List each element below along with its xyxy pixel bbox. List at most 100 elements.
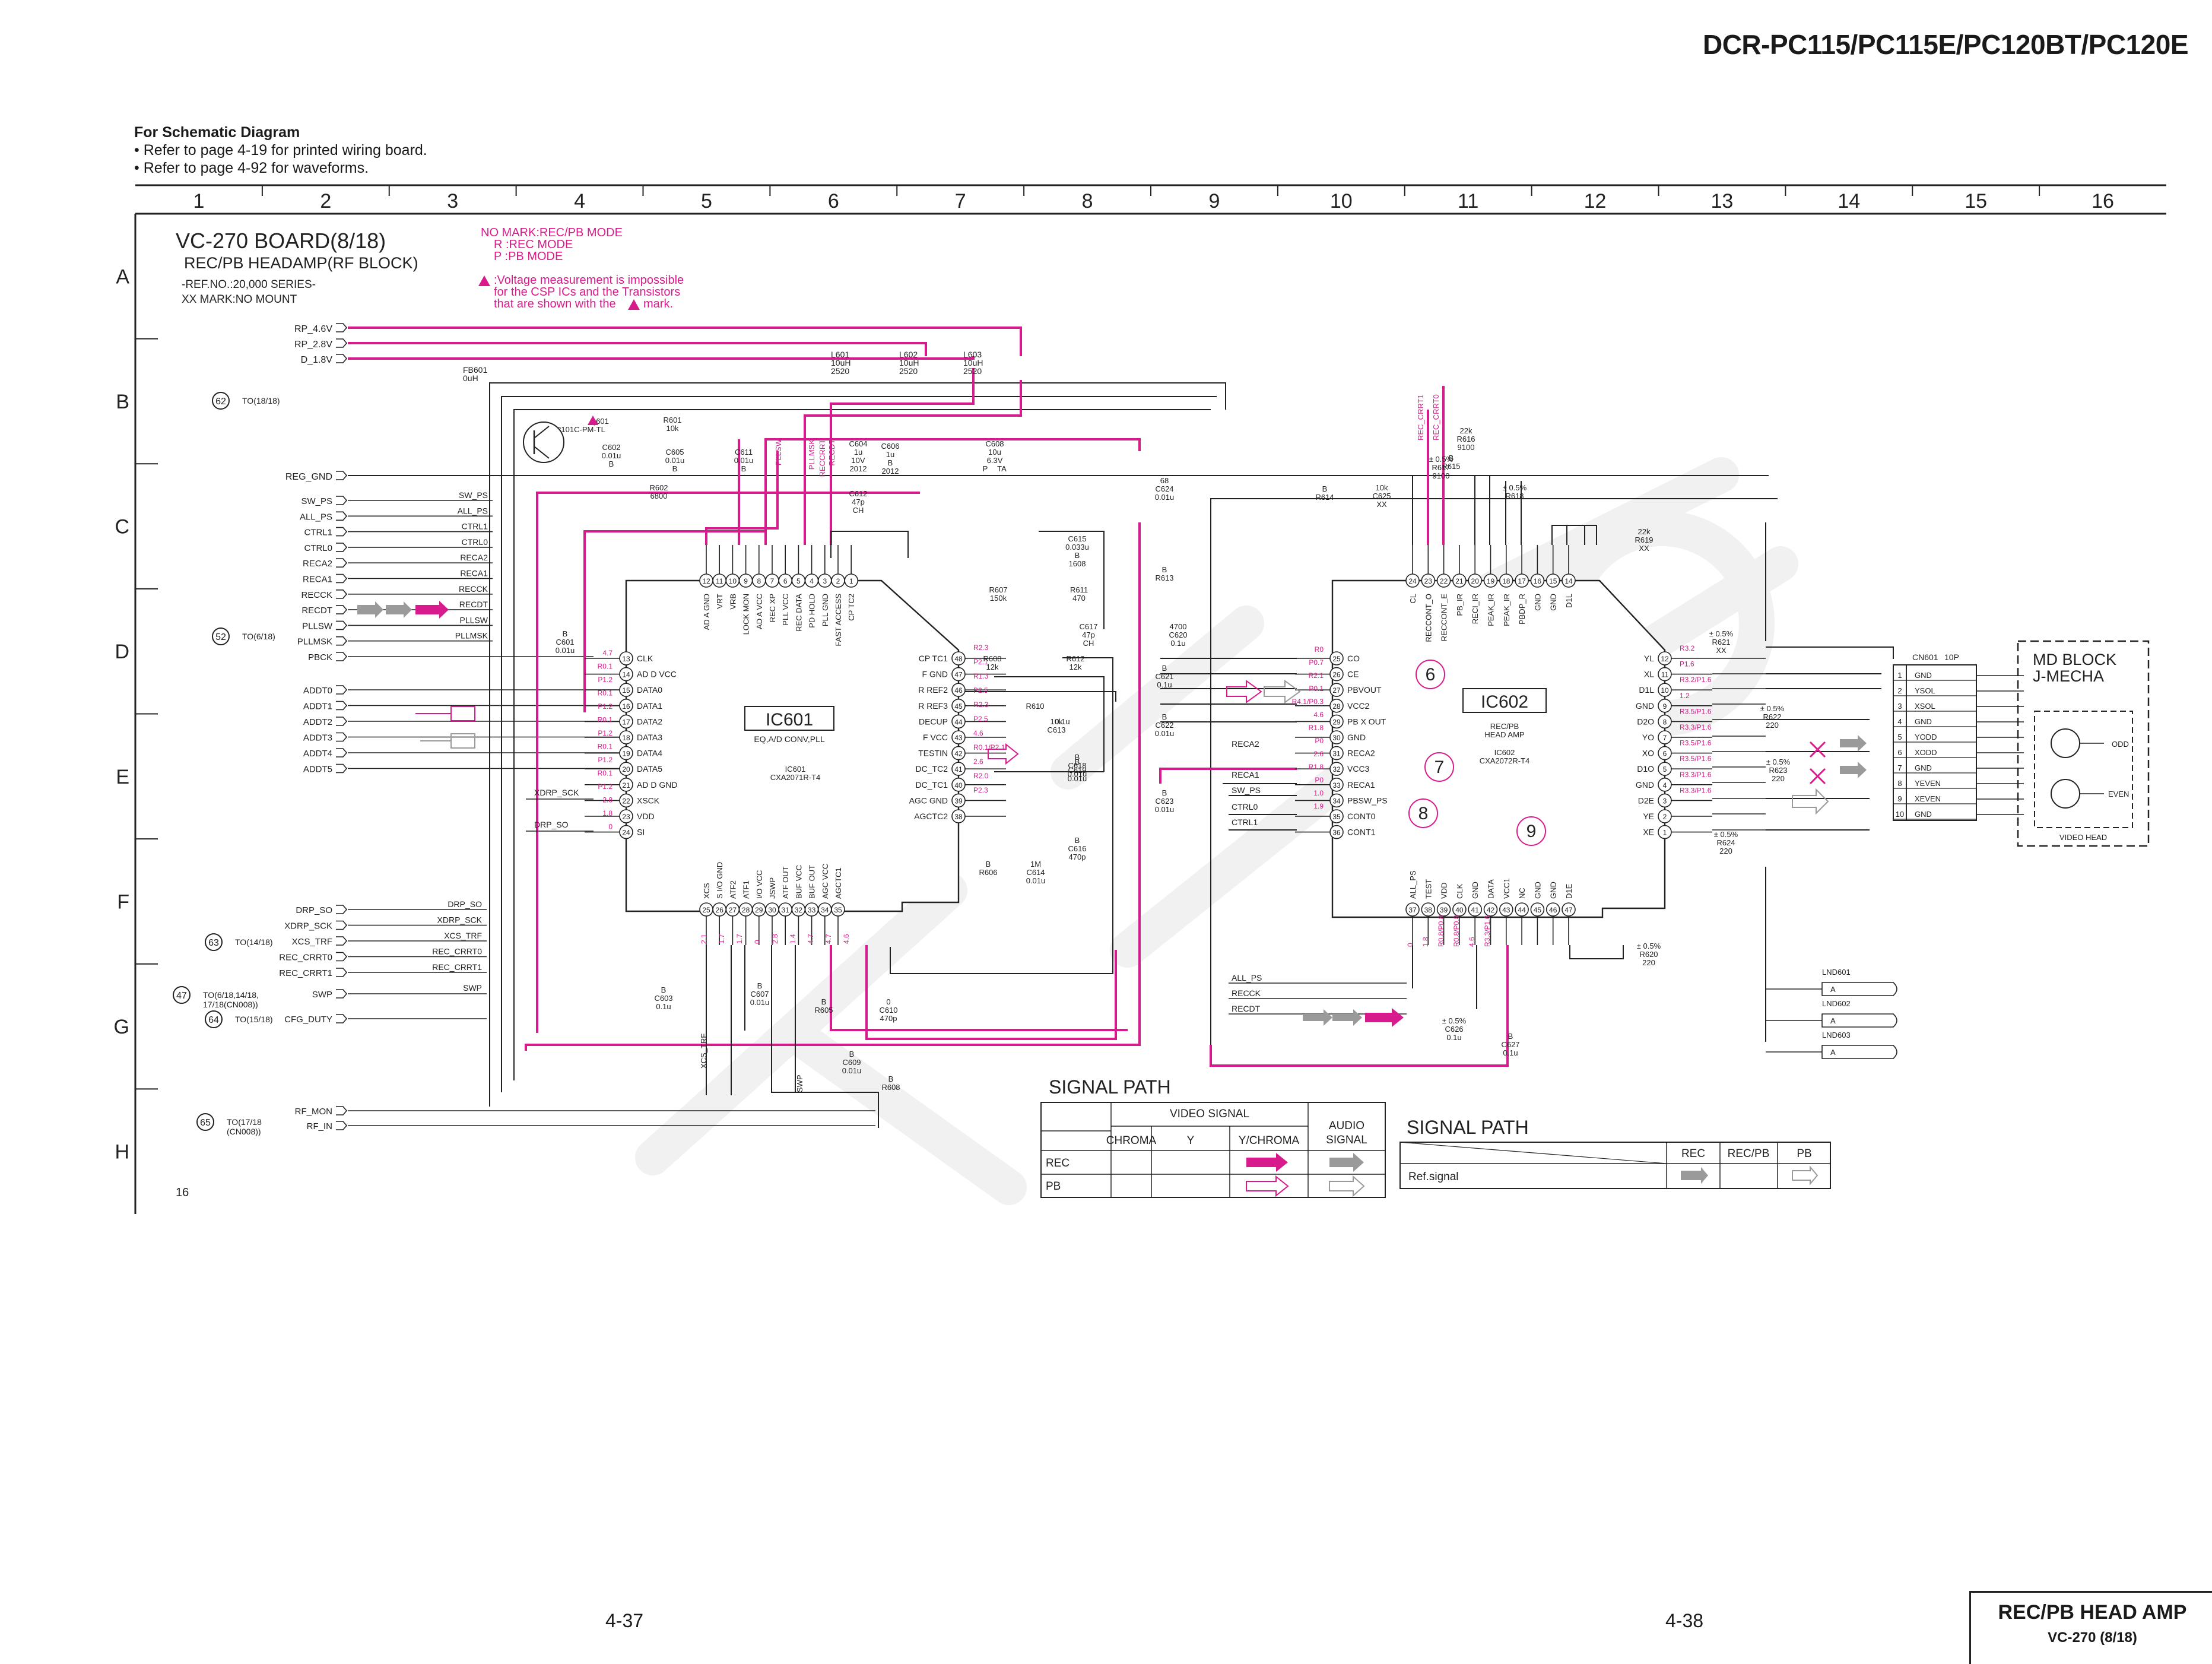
voltage-label: P0.1: [1309, 684, 1324, 693]
connector-label: RF_MON: [295, 1107, 332, 1117]
pin-number: 31: [782, 906, 790, 914]
pin-number: 8: [757, 577, 761, 585]
cn601-pin-number: 3: [1897, 702, 1902, 711]
pin-number: 29: [755, 906, 763, 914]
component-label: 220: [1766, 721, 1779, 730]
component-label: ± 0.5%: [1709, 629, 1734, 638]
pin-name: SI: [637, 828, 645, 837]
row-label: F: [117, 890, 129, 913]
component-label: 0.1u: [1157, 680, 1172, 689]
waveform-number: 7: [1435, 757, 1445, 777]
component-label: C605: [665, 448, 684, 457]
row-label: C: [115, 516, 129, 538]
pin-name: PLL GND: [821, 594, 830, 626]
connector-arrow-icon: [336, 323, 348, 332]
ic-body: [625, 579, 960, 912]
signal-arrow-icon: [415, 706, 475, 721]
reference-circle: [173, 986, 191, 1004]
voltage-label: R2.0: [973, 772, 989, 780]
pin-number: 11: [1661, 671, 1669, 679]
signal-path-table-1: [1040, 1102, 1386, 1198]
component-label: 6.3V: [987, 456, 1003, 465]
component-label: CH: [1083, 639, 1094, 648]
component-label: XX: [1716, 646, 1727, 655]
reference-circle: [205, 933, 223, 951]
voltage-label: R3.2/P1.6: [1680, 676, 1712, 684]
pin-name: RECI_IR: [1471, 594, 1480, 624]
lnd-name: LND601: [1822, 968, 1851, 977]
board-ref: -REF.NO.:20,000 SERIES-: [182, 278, 316, 291]
column-label: 10: [1330, 190, 1353, 213]
connector-label: CFG_DUTY: [284, 1015, 332, 1025]
pin-name: PEAK_IR: [1487, 594, 1496, 626]
connector-label: RECDT: [302, 606, 332, 616]
pin-name: LOCK MON: [742, 594, 751, 635]
voltage-label: 4.6: [973, 729, 983, 737]
voltage-label: R3.3/P1.6: [1483, 915, 1491, 947]
pin-name: DC_TC2: [916, 764, 948, 774]
pin-name: CP TC2: [847, 594, 856, 621]
bus-label: REC_CRRT0: [432, 947, 482, 956]
voltage-label: 0: [753, 940, 761, 944]
bus-label: RECDT: [1232, 1004, 1261, 1013]
pin-name: PD HOLD: [808, 594, 817, 628]
pb-chroma-arrow-icon: [1246, 1175, 1289, 1197]
cn601-pins: 10P: [1944, 652, 1959, 662]
component-label: 1608: [1069, 559, 1086, 568]
voltage-label: P0.7: [1309, 658, 1324, 667]
component-label: ± 0.5%: [1442, 1016, 1467, 1025]
component-ref: FB601: [463, 365, 487, 375]
pin-number: 19: [622, 750, 630, 758]
component-label: B: [1075, 757, 1080, 766]
bus-label: RECA1: [460, 569, 488, 578]
signal-arrow-icon: [420, 733, 475, 749]
voltage-label: R1.8: [1309, 724, 1324, 732]
component-label: C604: [849, 439, 867, 448]
component-label: 10k: [667, 424, 679, 433]
signal-path-title: SIGNAL PATH: [1049, 1076, 1171, 1098]
notes-heading: For Schematic Diagram: [134, 124, 300, 141]
component-label: 0.01u: [1068, 774, 1087, 783]
pin-number: 20: [622, 765, 630, 774]
column-label: 5: [701, 190, 712, 213]
ic602-name-box: [1462, 688, 1547, 713]
column-label: 3: [447, 190, 458, 213]
voltage-label: R3.3/P1.6: [1680, 723, 1712, 731]
column-label: 1: [193, 190, 204, 213]
pin-number: 10: [729, 577, 737, 585]
component-label: B: [888, 1075, 894, 1083]
reference-circle: [205, 1010, 223, 1028]
connector-label: CTRL1: [304, 528, 332, 538]
component-label: B: [1162, 664, 1167, 673]
signal-path-wire: [536, 492, 920, 1033]
signal-arrow-icon: [1840, 762, 1867, 778]
pin-name: R REF2: [918, 685, 948, 695]
pin-number: 33: [808, 906, 816, 914]
component-label: C601: [556, 638, 574, 646]
signal-path-table-2: [1399, 1142, 1831, 1189]
component-label: C627: [1501, 1040, 1519, 1049]
reference-number: 47: [176, 991, 187, 1001]
row-label: D: [115, 641, 129, 663]
pin-name: GND: [1533, 882, 1542, 899]
pin-name: D1L: [1564, 594, 1573, 608]
row-label: G: [114, 1016, 129, 1038]
pin-name: PB X OUT: [1347, 717, 1386, 726]
voltage-label: 1.7: [735, 934, 744, 944]
cn601-signal: GND: [1915, 671, 1932, 680]
pin-number: 25: [702, 906, 710, 914]
component-label: B: [986, 860, 991, 869]
transistor-lead: [534, 446, 550, 459]
reference-label: TO(14/18): [235, 937, 273, 947]
pin-number: 18: [622, 734, 630, 742]
voltage-label: 4.7: [824, 934, 833, 944]
voltage-label: P1.2: [598, 756, 612, 764]
voltage-label: P1.2: [598, 676, 612, 684]
ic601-desc: EQ,A/D CONV,PLL: [754, 734, 825, 744]
pin-number: 8: [1663, 718, 1667, 726]
pin-name: S I/O GND: [715, 862, 724, 899]
component-label: 1M: [1030, 860, 1041, 869]
pin-name: PLL VCC: [781, 594, 790, 626]
